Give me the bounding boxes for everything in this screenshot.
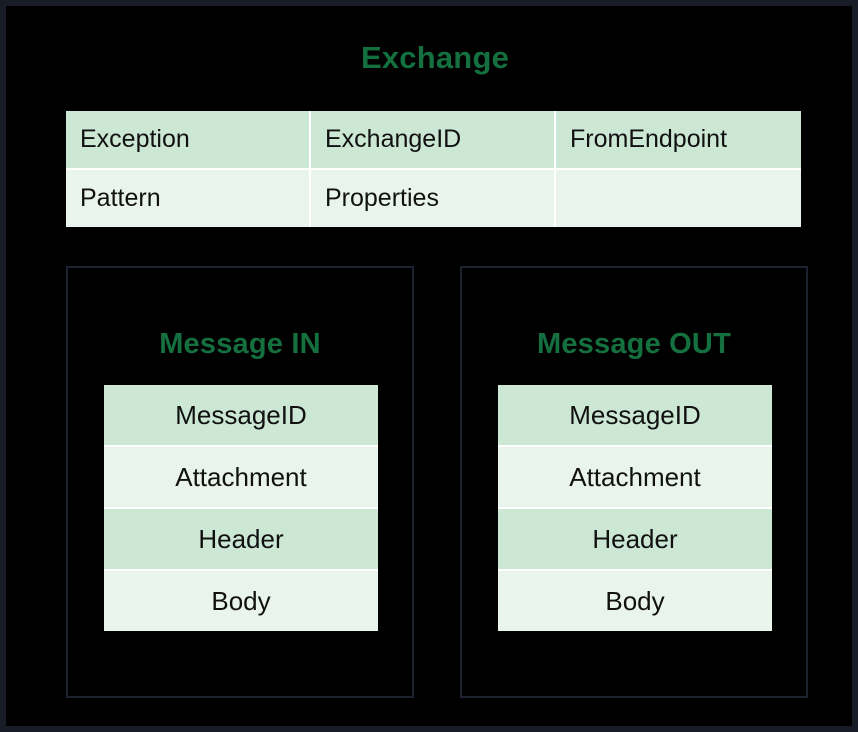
table-row: Body bbox=[498, 571, 772, 631]
table-row: Attachment bbox=[104, 447, 378, 509]
exchange-properties-table: Exception ExchangeID FromEndpoint Patter… bbox=[66, 111, 801, 227]
message-in-table: MessageID Attachment Header Body bbox=[104, 385, 378, 631]
message-out-panel: Message OUT MessageID Attachment Header … bbox=[460, 266, 808, 698]
message-out-cell-header: Header bbox=[498, 509, 772, 571]
table-row: Header bbox=[498, 509, 772, 571]
message-in-title: Message IN bbox=[159, 328, 321, 360]
message-out-cell-messageid: MessageID bbox=[498, 385, 772, 447]
exchange-cell-exception: Exception bbox=[66, 111, 311, 170]
message-in-panel: Message IN MessageID Attachment Header B… bbox=[66, 266, 414, 698]
message-in-cell-messageid: MessageID bbox=[104, 385, 378, 447]
message-out-title: Message OUT bbox=[537, 328, 731, 360]
exchange-cell-properties: Properties bbox=[311, 170, 556, 227]
exchange-cell-exchangeid: ExchangeID bbox=[311, 111, 556, 170]
exchange-cell-pattern: Pattern bbox=[66, 170, 311, 227]
message-out-cell-attachment: Attachment bbox=[498, 447, 772, 509]
table-row: Attachment bbox=[498, 447, 772, 509]
message-in-cell-attachment: Attachment bbox=[104, 447, 378, 509]
table-row: MessageID bbox=[104, 385, 378, 447]
message-out-table: MessageID Attachment Header Body bbox=[498, 385, 772, 631]
table-row: Exception ExchangeID FromEndpoint bbox=[66, 111, 801, 170]
message-out-cell-body: Body bbox=[498, 571, 772, 631]
table-row: Header bbox=[104, 509, 378, 571]
exchange-cell-fromendpoint: FromEndpoint bbox=[556, 111, 801, 170]
diagram-title: Exchange bbox=[360, 40, 510, 75]
table-row: Pattern Properties bbox=[66, 170, 801, 227]
message-in-cell-header: Header bbox=[104, 509, 378, 571]
message-in-cell-body: Body bbox=[104, 571, 378, 631]
table-row: Body bbox=[104, 571, 378, 631]
exchange-cell-empty bbox=[556, 170, 801, 227]
table-row: MessageID bbox=[498, 385, 772, 447]
